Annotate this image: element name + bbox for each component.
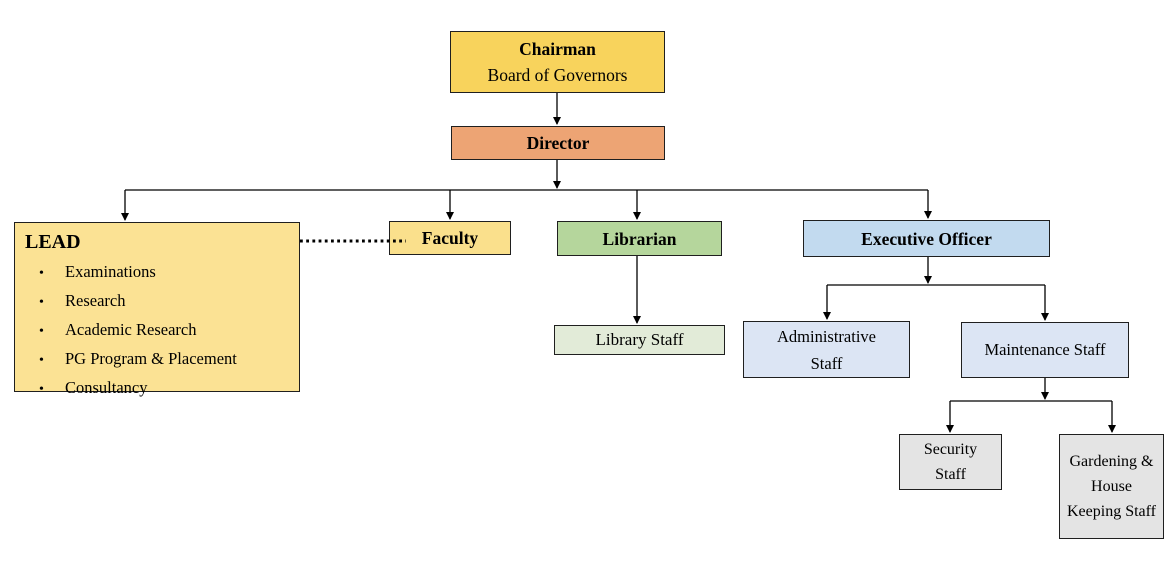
lead-item-label: PG Program & Placement [65, 349, 237, 368]
gardening-housekeeping-staff-box: Gardening & House Keeping Staff [1059, 434, 1164, 539]
administrative-staff-box: Administrative Staff [743, 321, 910, 378]
chairman-subtitle: Board of Governors [487, 65, 628, 85]
faculty-label: Faculty [421, 228, 479, 248]
lead-box: LEAD • Examinations • Research • Academi… [14, 222, 300, 397]
lead-list-item: • PG Program & Placement [25, 345, 237, 374]
chairman-box: Chairman Board of Governors [450, 31, 665, 93]
director-box: Director [451, 126, 665, 160]
library-staff-box: Library Staff [554, 325, 725, 355]
bullet-icon: • [39, 382, 44, 397]
lead-list-item: • Research [25, 287, 237, 316]
chairman-title: Chairman [519, 39, 596, 59]
administrative-staff-label: Administrative Staff [777, 326, 876, 373]
lead-item-label: Academic Research [65, 320, 197, 339]
bullet-icon: • [39, 295, 44, 310]
executive-officer-box: Executive Officer [803, 220, 1050, 257]
lead-item-label: Examinations [65, 262, 156, 281]
bullet-icon: • [39, 353, 44, 368]
lead-item-label: Consultancy [65, 378, 148, 397]
lead-list-item: • Academic Research [25, 316, 237, 345]
lead-title: LEAD [25, 231, 81, 253]
maintenance-staff-label: Maintenance Staff [984, 340, 1106, 359]
lead-list-item: • Examinations [25, 258, 237, 287]
bullet-icon: • [39, 266, 44, 281]
library-staff-label: Library Staff [595, 330, 684, 349]
librarian-box: Librarian [557, 221, 722, 256]
security-staff-label: Security Staff [923, 441, 978, 483]
lead-item-label: Research [65, 291, 126, 310]
security-staff-box: Security Staff [899, 434, 1002, 490]
maintenance-staff-box: Maintenance Staff [961, 322, 1129, 378]
bullet-icon: • [39, 324, 44, 339]
lead-list-item: • Consultancy [25, 374, 237, 403]
librarian-label: Librarian [602, 228, 677, 249]
executive-officer-label: Executive Officer [861, 228, 992, 249]
gardening-housekeeping-staff-label: Gardening & House Keeping Staff [1066, 453, 1156, 520]
faculty-box: Faculty [389, 221, 511, 255]
director-label: Director [526, 133, 590, 153]
lead-function-list: • Examinations • Research • Academic Res… [25, 258, 237, 403]
